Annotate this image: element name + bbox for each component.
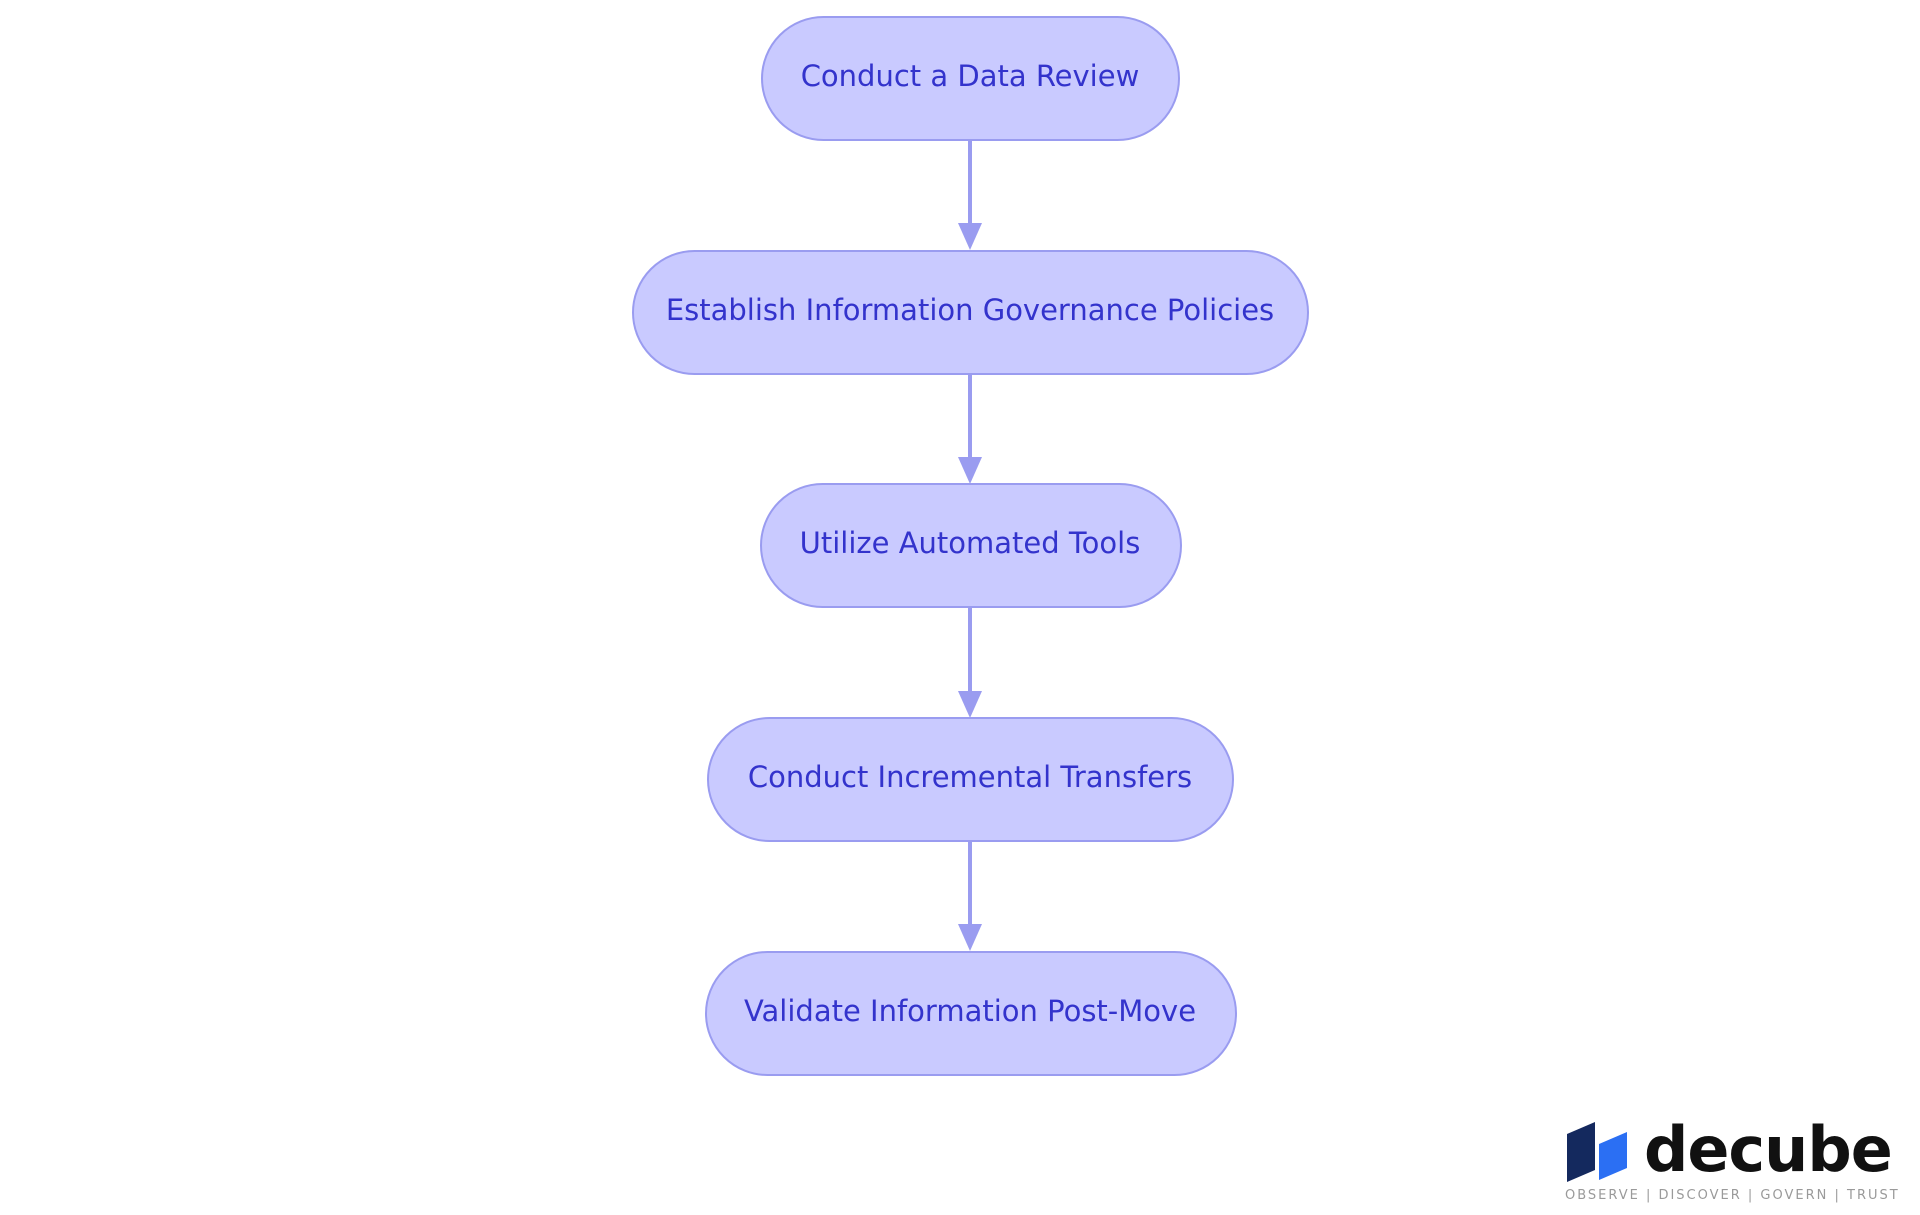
brand-name: decube <box>1644 1113 1893 1186</box>
node-utilize-automated-tools: Utilize Automated Tools <box>760 483 1182 608</box>
node-conduct-incremental-transfers: Conduct Incremental Transfers <box>707 717 1234 842</box>
edge-n1-n2 <box>958 140 982 250</box>
node-establish-governance-policies: Establish Information Governance Policie… <box>632 250 1309 375</box>
brand-logo: decube OBSERVE | DISCOVER | GOVERN | TRU… <box>1560 1110 1898 1210</box>
edge-n3-n4 <box>958 607 982 718</box>
node-validate-information-post-move: Validate Information Post-Move <box>705 951 1237 1076</box>
node-label: Conduct Incremental Transfers <box>748 760 1192 794</box>
node-label: Validate Information Post-Move <box>744 994 1196 1028</box>
node-label: Utilize Automated Tools <box>800 526 1141 560</box>
edge-n4-n5 <box>958 841 982 951</box>
edge-n2-n3 <box>958 374 982 484</box>
node-label: Establish Information Governance Policie… <box>666 293 1274 327</box>
node-label: Conduct a Data Review <box>801 59 1140 93</box>
brand-tagline: OBSERVE | DISCOVER | GOVERN | TRUST <box>1565 1188 1900 1203</box>
node-conduct-data-review: Conduct a Data Review <box>761 16 1180 141</box>
decube-logo-icon <box>1567 1122 1627 1182</box>
